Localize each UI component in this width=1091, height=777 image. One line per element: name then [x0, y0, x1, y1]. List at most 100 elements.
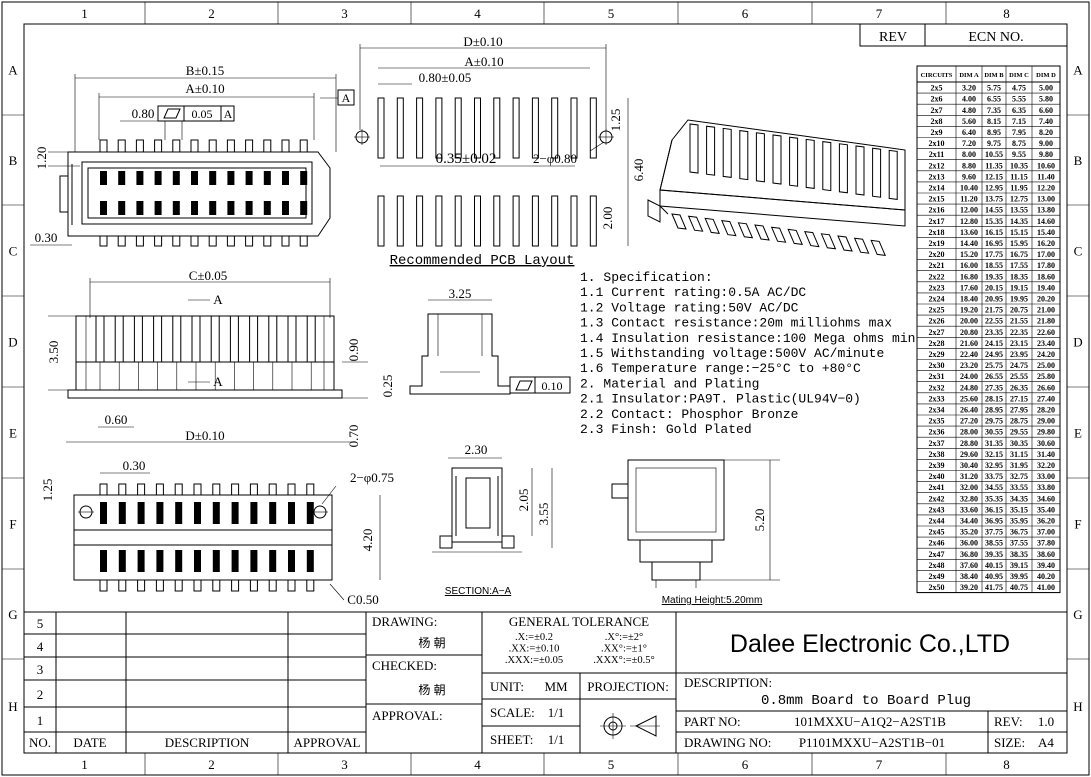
isometric-view — [647, 119, 906, 257]
grid-row-right: D — [1073, 335, 1082, 350]
specification-notes: 1. Specification: 1.1 Current rating:0.5… — [580, 270, 915, 437]
pcb-pads — [377, 97, 597, 247]
dim-table-cell: 37.75 — [985, 528, 1003, 537]
scale-label: SCALE: — [490, 705, 535, 720]
grid-row-left: G — [8, 607, 17, 622]
dim-table-cell: 10.35 — [1010, 161, 1028, 170]
revision-row-number: 2 — [37, 687, 44, 702]
dim-table-cell: 2x23 — [929, 283, 945, 292]
dim-table-cell: 29.55 — [1010, 428, 1028, 437]
dim-table-cell: 15.95 — [1010, 239, 1028, 248]
dim-table-cell: 11.95 — [1010, 184, 1028, 193]
col-no: NO. — [29, 735, 51, 750]
grid-row-right: G — [1073, 607, 1082, 622]
dim-table-cell: 2x25 — [929, 306, 945, 315]
dim-table-cell: 38.55 — [985, 539, 1003, 548]
flatness-datum: A — [224, 107, 233, 121]
dim-table-cell: 2x38 — [929, 450, 945, 459]
dim-table-header: CIRCUITS — [921, 72, 953, 79]
dim-table-cell: 4.80 — [962, 106, 976, 115]
pcb-title: Recommended PCB Layout — [390, 253, 575, 269]
dim-table-cell: 2x28 — [929, 339, 945, 348]
part-no-value: 101MXXU−A1Q2−A2ST1B — [794, 714, 946, 729]
tolerance-angular: .X°:=±2° — [605, 632, 643, 643]
dim-table-cell: 40.75 — [1010, 583, 1028, 592]
dim-table-cell: 4.75 — [1012, 84, 1026, 93]
dim-table-cell: 37.80 — [1037, 539, 1055, 548]
dim-table-cell: 28.75 — [1010, 417, 1028, 426]
dim-table-cell: 7.95 — [1012, 128, 1026, 137]
dim-table-header: DIM A — [959, 72, 979, 79]
tolerance-angular: .XXX°:=±0.5° — [593, 655, 655, 666]
dim-table-cell: 16.80 — [960, 272, 978, 281]
dim-table-cell: 26.35 — [1010, 383, 1028, 392]
grid-row-right: A — [1073, 63, 1083, 78]
grid-row-right: E — [1074, 426, 1082, 441]
dim-table-cell: 34.35 — [1010, 494, 1028, 503]
dim-table-cell: 2x47 — [929, 550, 945, 559]
side-view: C±0.05 A A 3.50 0.90 0.60 D±0.10 0.70 — [46, 268, 368, 447]
dim-table-cell: 40.95 — [985, 572, 1003, 581]
rev-label: REV: — [994, 714, 1023, 729]
dim-table-cell: 12.80 — [960, 217, 978, 226]
dim-table-cell: 14.55 — [985, 206, 1003, 215]
revision-row-number: 3 — [37, 662, 44, 677]
dim-table-cell: 2x12 — [929, 161, 945, 170]
dim-table-cell: 32.95 — [985, 461, 1003, 470]
dim-table-cell: 24.75 — [1010, 361, 1028, 370]
col-date: DATE — [73, 735, 106, 750]
dim-table-cell: 14.60 — [1037, 217, 1055, 226]
dim-table-cell: 11.15 — [1010, 172, 1028, 181]
end-dim-3.25: 3.25 — [449, 286, 472, 301]
dim-table-cell: 30.40 — [960, 461, 978, 470]
dim-table-cell: 2x24 — [929, 295, 945, 304]
dim-table-cell: 19.35 — [985, 272, 1003, 281]
mating-view: 5.20 Mating Height:5.20mm — [611, 459, 780, 606]
sheet-label: SHEET: — [490, 732, 533, 747]
dim-table-cell: 38.60 — [1037, 550, 1055, 559]
dim-table-cell: 20.20 — [1037, 295, 1055, 304]
dim-table-cell: 31.35 — [985, 439, 1003, 448]
dim-table-cell: 2x29 — [929, 350, 945, 359]
bot-dim-0.30: 0.30 — [123, 458, 146, 473]
dim-table-cell: 36.00 — [960, 539, 978, 548]
grid-col-bottom: 2 — [208, 757, 215, 772]
dim-table-cell: 36.95 — [985, 517, 1003, 526]
grid-col-top: 3 — [341, 6, 348, 21]
spec-line: 1.6 Temperature range:−25°C to +80°C — [580, 361, 861, 376]
dim-table-cell: 28.15 — [985, 394, 1003, 403]
side-view-pins — [95, 315, 316, 390]
dim-table-cell: 15.40 — [1037, 228, 1055, 237]
drawing-no-value: P1101MXXU−A2ST1B−01 — [799, 735, 945, 750]
tolerance-angular: .XX°:=±1° — [601, 644, 647, 655]
dim-table-cell: 2x39 — [929, 461, 945, 470]
dim-table-cell: 16.75 — [1010, 250, 1028, 259]
dim-table-cell: 25.60 — [960, 394, 978, 403]
dim-table-cell: 26.60 — [1037, 383, 1055, 392]
dim-table-cell: 13.75 — [985, 195, 1003, 204]
spec-line: 1. Specification: — [580, 270, 713, 285]
dim-table-cell: 36.15 — [985, 505, 1003, 514]
mate-dim-5.20: 5.20 — [752, 509, 767, 532]
grid-col-top: 6 — [742, 6, 749, 21]
dim-table-cell: 7.40 — [1039, 117, 1053, 126]
dim-table-cell: 2x20 — [929, 250, 945, 259]
dim-table-cell: 2x49 — [929, 572, 945, 581]
description-value: 0.8mm Board to Board Plug — [761, 693, 971, 709]
bot-dim-4.20: 4.20 — [360, 529, 375, 552]
dim-table-cell: 8.80 — [962, 161, 976, 170]
dim-table-cell: 6.60 — [1039, 106, 1053, 115]
dim-table-cell: 34.40 — [960, 517, 978, 526]
dim-table-cell: 21.75 — [985, 306, 1003, 315]
unit-label: UNIT: — [490, 679, 524, 694]
end-view: 3.25 0.25 0.10 — [380, 286, 571, 397]
section-title: SECTION:A−A — [445, 586, 512, 597]
dim-table-cell: 41.75 — [985, 583, 1003, 592]
dim-table-cell: 30.55 — [985, 428, 1003, 437]
dim-table-cell: 24.80 — [960, 383, 978, 392]
dim-table-cell: 33.80 — [1037, 483, 1055, 492]
dim-table-cell: 18.40 — [960, 295, 978, 304]
sec-dim-2.30: 2.30 — [465, 442, 488, 457]
dim-table-cell: 35.40 — [1037, 505, 1055, 514]
dim-table-cell: 31.95 — [1010, 461, 1028, 470]
